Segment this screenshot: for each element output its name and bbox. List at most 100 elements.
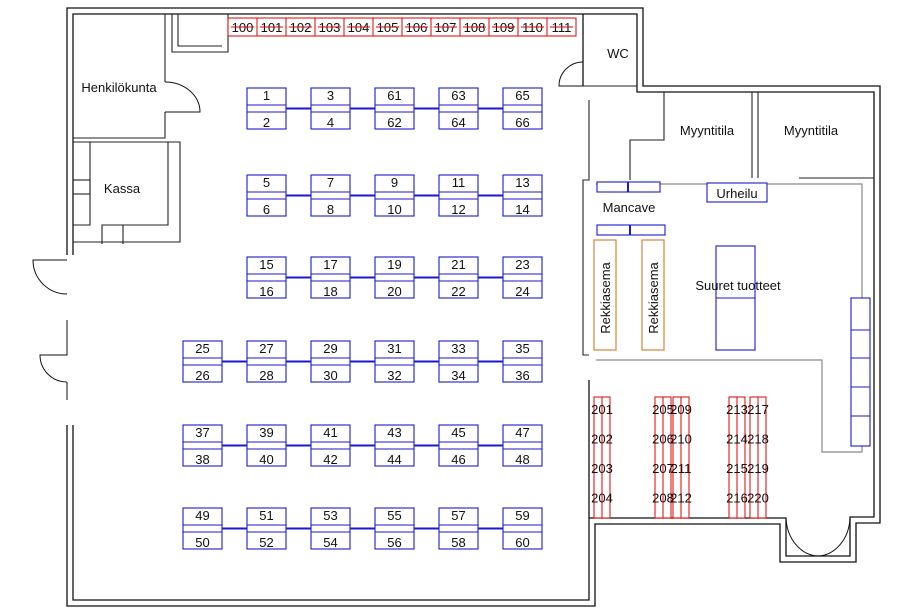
shelf-number: 7 [327, 175, 334, 190]
right-wall-shelves[interactable] [850, 297, 871, 447]
shelf-number: 64 [451, 115, 465, 130]
shelf-unit[interactable] [310, 424, 351, 467]
shelf-number: 63 [451, 88, 465, 103]
shelf-number: 2 [263, 115, 270, 130]
shelf-unit[interactable] [502, 507, 543, 550]
shelf-number: 49 [195, 508, 209, 523]
shelf-unit[interactable] [374, 174, 415, 217]
shelf-unit[interactable] [246, 256, 287, 299]
room-label-myyntitila-1: Myyntitila [680, 123, 735, 138]
shelf-unit[interactable] [246, 340, 287, 383]
shelf-number: 40 [259, 452, 273, 467]
shelf-number: 4 [327, 115, 334, 130]
shelf-number: 11 [452, 175, 466, 190]
shelf-unit[interactable] [438, 507, 479, 550]
outer-walls [66, 7, 881, 607]
shelf-number: 1 [263, 88, 270, 103]
shelf-number: 32 [387, 368, 401, 383]
shelf-number: 37 [195, 425, 209, 440]
shelf-number: 55 [387, 508, 401, 523]
right-wall-shelf[interactable] [850, 297, 871, 447]
shelf-number: 34 [451, 368, 465, 383]
shelf-unit[interactable] [374, 507, 415, 550]
red-rack-number: 211 [671, 461, 692, 476]
shelf-unit[interactable] [502, 174, 543, 217]
red-rack-number: 219 [747, 461, 769, 476]
room-label-wc: WC [607, 46, 629, 61]
shelf-unit[interactable] [310, 87, 351, 130]
shelf-unit[interactable] [438, 340, 479, 383]
shelf-number: 47 [515, 425, 529, 440]
shelf-number: 35 [515, 341, 529, 356]
room-label-myyntitila-2: Myyntitila [784, 123, 839, 138]
shelf-unit[interactable] [374, 87, 415, 130]
urheilu-shelf[interactable]: Urheilu [706, 182, 768, 203]
red-rack-number: 203 [591, 461, 613, 476]
shelf-number: 65 [515, 88, 529, 103]
shelf-unit[interactable] [310, 340, 351, 383]
red-rack-number: 218 [747, 432, 769, 447]
red-rack-columns: 2012022032042052062072082092102112122132… [591, 396, 769, 519]
red-rack-number: 201 [591, 402, 613, 417]
shelf-unit[interactable] [182, 340, 223, 383]
shelf-unit[interactable] [502, 340, 543, 383]
rekkiasema-rack-1[interactable] [593, 239, 617, 351]
shelf-unit[interactable] [310, 256, 351, 299]
shelf-number: 22 [451, 284, 465, 299]
shelf-number: 29 [323, 341, 337, 356]
shelf-unit[interactable] [246, 87, 287, 130]
shelf-number: 59 [515, 508, 529, 523]
shelf-number: 8 [327, 202, 334, 217]
shelf-number: 44 [387, 452, 401, 467]
room-label-henkilokunta: Henkilökunta [81, 80, 157, 95]
rekkiasema-rack-2[interactable] [641, 239, 665, 351]
shelf-number: 30 [323, 368, 337, 383]
shelf-number: 36 [515, 368, 529, 383]
shelf-number: 12 [451, 202, 465, 217]
room-label-suuret-tuotteet: Suuret tuotteet [695, 278, 781, 293]
shelf-unit[interactable] [438, 256, 479, 299]
shelf-unit[interactable] [438, 87, 479, 130]
shelf-number: 23 [515, 257, 529, 272]
shelf-unit[interactable] [182, 507, 223, 550]
shelf-number: 5 [263, 175, 270, 190]
room-label-kassa: Kassa [104, 181, 141, 196]
shelf-unit[interactable] [246, 507, 287, 550]
shelf-number: 58 [451, 535, 465, 550]
shelf-number: 66 [515, 115, 529, 130]
shelf-number: 51 [259, 508, 273, 523]
shelf-number: 33 [451, 341, 465, 356]
shelf-number: 42 [323, 452, 337, 467]
shelf-unit[interactable] [246, 174, 287, 217]
red-rack-number: 208 [652, 491, 674, 506]
shelf-number: 54 [323, 535, 337, 550]
sales-rooms: Myyntitila Myyntitila [629, 92, 874, 180]
shelf-number: 6 [263, 202, 270, 217]
shelf-unit[interactable] [374, 340, 415, 383]
urheilu-fixture[interactable] [706, 182, 768, 203]
shelf-number: 39 [259, 425, 273, 440]
storage-nook-inner [177, 14, 222, 47]
shelf-number: 17 [323, 257, 337, 272]
shelf-number: 46 [451, 452, 465, 467]
shelf-number: 57 [451, 508, 465, 523]
shelf-unit[interactable] [438, 424, 479, 467]
shelf-unit[interactable] [502, 424, 543, 467]
shelf-unit[interactable] [246, 424, 287, 467]
shelf-unit[interactable] [310, 507, 351, 550]
red-rack-number: 220 [747, 491, 769, 506]
shelf-unit[interactable] [310, 174, 351, 217]
shelf-unit[interactable] [502, 256, 543, 299]
shelf-unit[interactable] [438, 174, 479, 217]
shelf-unit[interactable] [502, 87, 543, 130]
main-entrance-doors [785, 517, 851, 557]
wc-room: WC [558, 46, 637, 87]
shelf-unit[interactable] [374, 256, 415, 299]
shelf-number: 31 [387, 341, 401, 356]
shelf-unit[interactable] [374, 424, 415, 467]
shelf-unit[interactable] [182, 424, 223, 467]
red-rack-number: 216 [726, 491, 748, 506]
room-label-mancave: Mancave [603, 200, 656, 215]
